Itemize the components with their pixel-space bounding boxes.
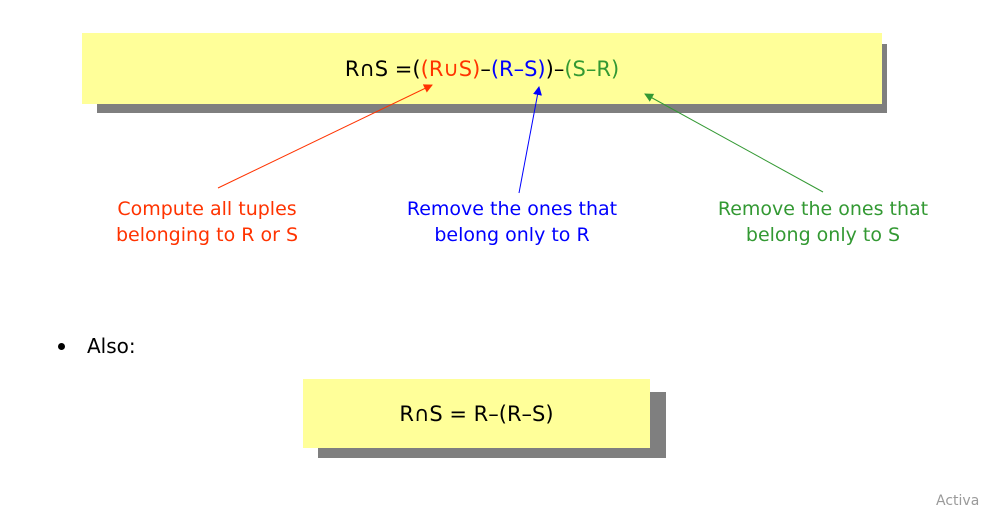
formula-s-minus-r-term: (S–R) (564, 56, 620, 81)
alt-formula-box: R∩S = R–(R–S) (303, 379, 650, 448)
red-arrow (217, 84, 433, 189)
bullet-dot-icon (58, 342, 65, 350)
formula-union-term: (R∪S) (420, 56, 481, 81)
green-arrow (644, 93, 824, 193)
formula-open-paren: ( (412, 56, 421, 81)
formula-minus-2: – (553, 56, 565, 81)
annotation-s-only: Remove the ones that belong only to S (687, 196, 959, 248)
activation-watermark: Activa (936, 493, 980, 509)
annotation-union: Compute all tuples belonging to R or S (82, 196, 332, 248)
also-text: Also: (87, 334, 136, 358)
annotation-r-only: Remove the ones that belong only to R (377, 196, 647, 248)
alt-formula-text: R∩S = R–(R–S) (399, 401, 554, 426)
formula-r-minus-s-term: (R–S) (490, 56, 546, 81)
formula-close-paren: ) (545, 56, 554, 81)
annotation-r-only-line-1: Remove the ones that (406, 198, 618, 220)
annotation-r-only-line-2: belong only to R (434, 224, 590, 246)
formula-lhs: R∩S = (344, 56, 413, 81)
formula-minus-1: – (480, 56, 491, 81)
also-bullet: Also: (58, 334, 136, 358)
annotation-s-only-line-1: Remove the ones that (717, 198, 929, 220)
main-formula-box: R∩S = ( (R∪S) – (R–S) ) – (S–R) (82, 33, 882, 104)
annotation-union-line-1: Compute all tuples (117, 198, 297, 220)
annotation-s-only-line-2: belong only to S (745, 224, 901, 246)
blue-arrow (518, 86, 542, 194)
annotation-union-line-2: belonging to R or S (115, 224, 299, 246)
